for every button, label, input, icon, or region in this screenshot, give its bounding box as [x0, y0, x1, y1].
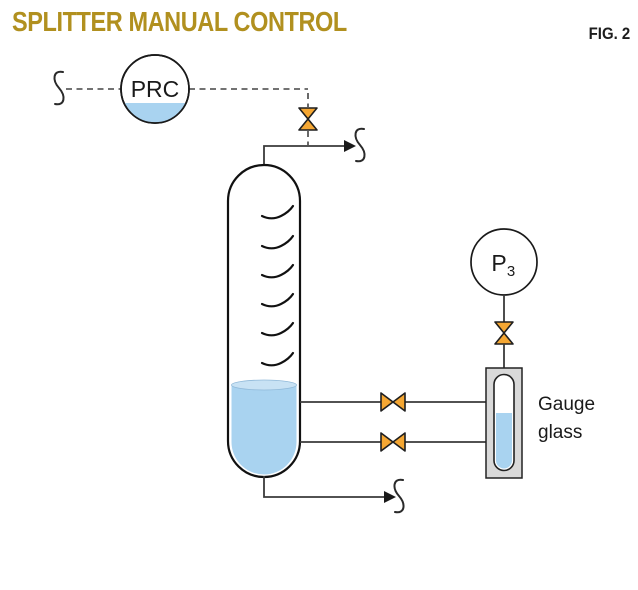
gauge-glass-label-line1: Gauge — [538, 394, 595, 415]
column-liquid-fill — [231, 385, 297, 475]
p3-gauge: P 3 — [470, 228, 538, 368]
signal-line — [53, 70, 309, 145]
pipe-break-icon — [393, 478, 405, 514]
splitter-column — [226, 163, 302, 479]
isolation-valve-icon — [380, 392, 406, 412]
flow-arrow-icon — [344, 140, 356, 152]
gauge-valve-icon — [494, 321, 514, 345]
prc-circle-outline — [120, 54, 190, 124]
prc-label: PRC — [131, 76, 180, 102]
pipe-break-icon — [53, 70, 65, 106]
gauge-glass-liquid-fill — [496, 413, 512, 469]
tray-arc — [260, 292, 295, 308]
p3-label: P — [491, 250, 506, 276]
tray-arc — [260, 204, 295, 220]
column-liquid-surface — [231, 379, 297, 391]
figure-label: FIG. 2 — [588, 24, 630, 43]
control-valve-icon — [298, 107, 318, 131]
overhead-line — [263, 127, 366, 167]
prc-liquid-fill — [124, 103, 186, 124]
p3-subscript: 3 — [507, 263, 515, 280]
page-title: SPLITTER MANUAL CONTROL — [12, 6, 347, 37]
gauge-connection-lower — [300, 432, 486, 452]
flow-arrow-icon — [384, 491, 396, 503]
gauge-glass — [485, 367, 523, 479]
bottoms-line — [263, 476, 405, 514]
gauge-connection-upper — [300, 392, 486, 412]
gauge-glass-label-line2: glass — [538, 422, 582, 443]
prc-controller: PRC — [120, 54, 190, 124]
overhead-pipe — [263, 145, 345, 167]
tray-arc — [260, 321, 295, 337]
bottoms-pipe — [263, 476, 385, 498]
pipe-break-icon — [354, 127, 366, 163]
tray-arc — [260, 234, 295, 250]
gauge-glass-label: Gauge glass — [538, 394, 595, 443]
isolation-valve-icon — [380, 432, 406, 452]
tray-arc — [260, 263, 295, 279]
tray-arc — [260, 351, 295, 367]
